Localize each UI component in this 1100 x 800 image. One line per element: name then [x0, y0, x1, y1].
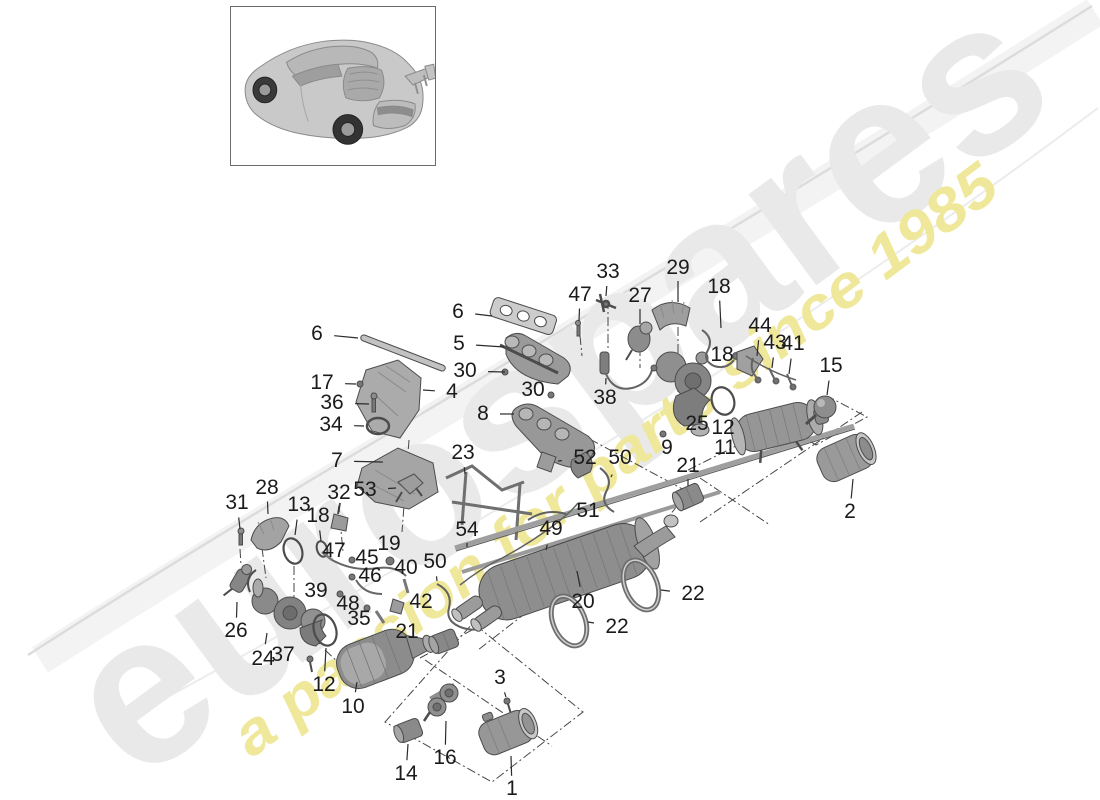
part-tailpipe-right	[816, 432, 877, 483]
part-sensor-38	[599, 351, 658, 390]
part-ring-13	[282, 537, 304, 565]
car-wing-endplate	[424, 63, 435, 81]
part-bracket-18-right	[736, 345, 764, 377]
part-muffler-20	[451, 514, 679, 632]
part-stud-47-top	[575, 320, 581, 337]
part-gasket-edge	[360, 334, 446, 372]
part-mount-21-left	[428, 628, 460, 654]
part-bolt-17	[356, 380, 364, 388]
car-rear-window-grille	[342, 66, 385, 102]
part-manifold-upper	[499, 332, 571, 399]
part-bracket-52	[536, 451, 557, 473]
part-hardware-cluster	[321, 551, 410, 624]
part-bracket-16	[422, 682, 459, 722]
part-bolt-9	[659, 430, 667, 438]
car-taillight-band	[376, 105, 414, 118]
car-wheels	[252, 76, 364, 145]
part-oring-12-right	[710, 386, 736, 416]
part-manifold-lower	[511, 403, 595, 479]
part-mount-21-right	[671, 482, 705, 512]
car-thumbnail-image	[244, 39, 435, 145]
part-catalytic-converter-left	[336, 628, 435, 690]
part-heat-shield-28	[250, 517, 290, 551]
part-turbocharger-right	[655, 351, 712, 437]
part-tailpipe-center	[478, 708, 539, 756]
part-actuator-27	[625, 321, 653, 361]
car-thumbnail-box	[230, 6, 436, 166]
part-bolt-37	[306, 655, 314, 673]
part-heat-shield-7	[356, 447, 439, 510]
part-stud-31	[237, 527, 245, 546]
part-seal-ring-34	[365, 416, 391, 436]
part-bracket-32	[330, 502, 349, 532]
part-bolt-3	[503, 697, 512, 715]
part-stud-36	[370, 392, 378, 413]
part-muffler-inlet	[633, 525, 676, 558]
part-heat-shield-29	[651, 299, 691, 331]
part-wires-44-43-41	[745, 355, 797, 391]
part-bracket-53	[395, 473, 424, 503]
part-gasket-flat	[489, 297, 557, 335]
part-mount-14	[393, 717, 424, 743]
part-sensor-wire-18-upper	[701, 329, 740, 369]
parts	[222, 293, 877, 756]
leader-lines	[235, 281, 854, 776]
car-side-window	[291, 63, 343, 87]
part-bracket-33	[595, 293, 617, 313]
part-oring-12-left	[312, 613, 338, 647]
part-clip-18-left	[315, 540, 329, 558]
part-ball-joint-15	[804, 395, 837, 426]
part-clip-42	[389, 598, 405, 615]
part-sensor-26	[222, 564, 253, 597]
part-muffler-outlets	[451, 595, 502, 632]
